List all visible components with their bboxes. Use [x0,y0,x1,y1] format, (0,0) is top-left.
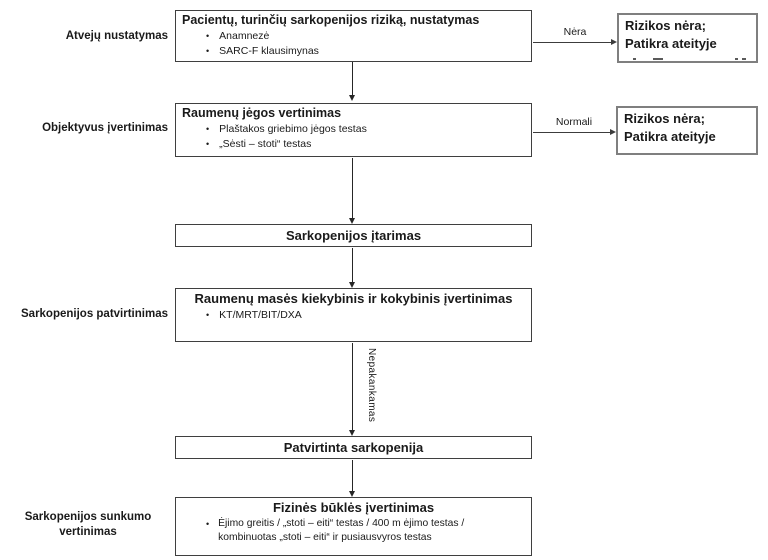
bullet-icon: • [206,124,210,134]
arrow-label-nepakankamas: Nepakankamas [366,348,377,423]
arrow-down-4 [349,343,355,436]
side-box-line-2: Patikra ateityje [625,36,717,52]
flow-box-muscle-mass-assessment: Raumenų masės kiekybinis ir kokybinis įv… [175,288,532,342]
bullet-item: • Anamnezė [206,29,525,43]
stage-label-confirmation: Sarkopenijos patvirtinimas [21,308,168,320]
side-box-no-risk-1: Rizikos nėra; Patikra ateityje [617,13,758,63]
arrow-down-2 [349,158,355,224]
stage-label-case-finding: Atvejų nustatymas [65,30,168,42]
bullet-text: „Sėsti – stoti“ testas [219,138,312,151]
bullet-text: Plaštakos griebimo jėgos testas [219,123,367,135]
bullet-icon: • [206,518,210,529]
bullet-item: • Ėjimo greitis / „stoti – eiti“ testas … [206,517,521,545]
arrow-down-3 [349,248,355,288]
bullet-icon: • [206,309,210,320]
bullet-icon: • [206,139,210,150]
box-title: Pacientų, turinčių sarkopenijos riziką, … [182,13,480,27]
bullet-item: • SARC-F klausimynas [206,44,525,58]
stage-label-objective-assessment: Objektyvus įvertinimas [42,122,168,134]
bullet-icon: • [206,46,210,57]
side-box-line-1: Rizikos nėra; [624,111,705,126]
arrow-down-5 [349,460,355,497]
flow-box-risk-identification: Pacientų, turinčių sarkopenijos riziką, … [175,10,532,62]
side-box-no-risk-2: Rizikos nėra; Patikra ateityje [616,106,758,155]
box-title: Raumenų jėgos vertinimas [182,106,342,120]
side-box-line-1: Rizikos nėra; [625,18,706,33]
arrow-right-no-risk-1 [533,39,617,45]
flow-box-sarcopenia-suspicion: Sarkopenijos įtarimas [175,224,532,247]
stage-label-severity: Sarkopenijos sunkumo vertinimas [24,511,152,538]
bullet-item: • KT/MRT/BIT/DXA [206,308,525,322]
clipped-text-marks [623,57,752,60]
arrow-label-nera: Nėra [563,26,587,38]
box-title: Fizinės būklės įvertinimas [272,500,435,515]
arrow-down-1 [349,62,355,101]
flow-box-muscle-strength: Raumenų jėgos vertinimas • Plaštakos gri… [175,103,532,157]
bullet-text: SARC-F klausimynas [219,45,319,58]
box-title: Sarkopenijos įtarimas [285,228,422,243]
bullet-text: Ėjimo greitis / „stoti – eiti“ testas / … [218,517,465,543]
box-title: Raumenų masės kiekybinis ir kokybinis įv… [194,291,513,306]
bullet-item: • Plaštakos griebimo jėgos testas [206,122,525,136]
bullet-text: KT/MRT/BIT/DXA [219,308,302,321]
flow-box-physical-performance: Fizinės būklės įvertinimas • Ėjimo greit… [175,497,532,556]
bullet-item: • „Sėsti – stoti“ testas [206,137,525,151]
side-box-line-2: Patikra ateityje [624,129,716,145]
arrow-label-normali: Normali [555,116,593,128]
flow-box-confirmed-sarcopenia: Patvirtinta sarkopenija [175,436,532,459]
box-title: Patvirtinta sarkopenija [283,440,424,455]
bullet-text: Anamnezė [219,30,270,42]
arrow-right-no-risk-2 [533,129,616,135]
bullet-icon: • [206,31,210,41]
